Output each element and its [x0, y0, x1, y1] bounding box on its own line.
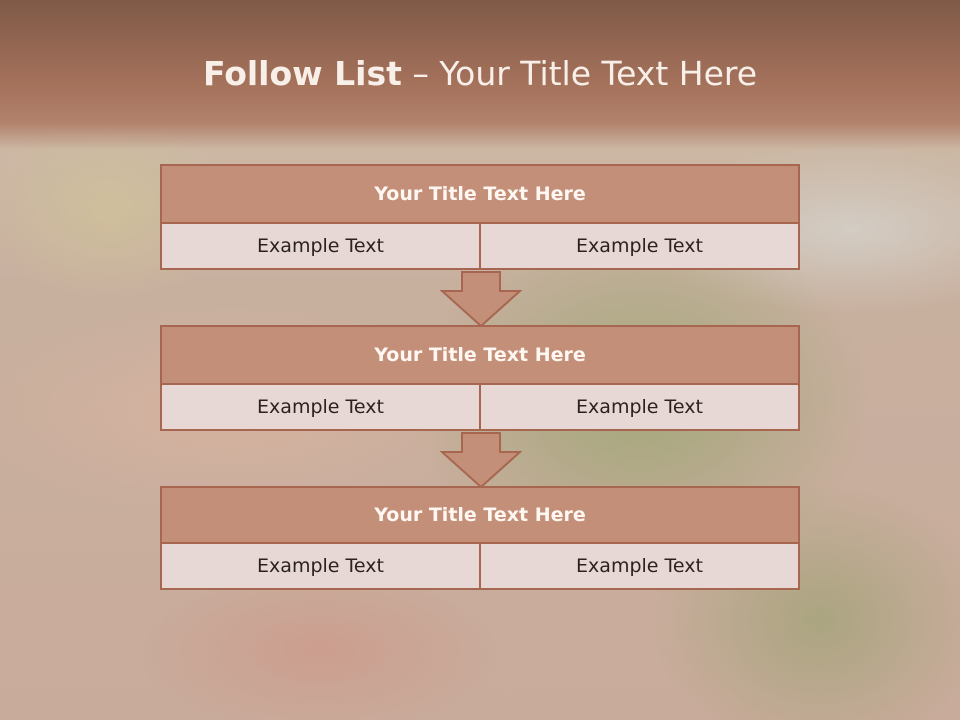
slide-title: Follow List – Your Title Text Here — [0, 54, 960, 93]
block-row: Example Text Example Text — [160, 542, 800, 590]
follow-block-2: Your Title Text Here Example Text Exampl… — [160, 325, 800, 431]
block-cell-right: Example Text — [479, 385, 798, 429]
block-cell-left: Example Text — [162, 224, 479, 268]
down-arrow-icon — [440, 271, 522, 327]
block-title: Your Title Text Here — [160, 486, 800, 542]
slide-title-bold: Follow List — [202, 54, 402, 93]
block-cell-right: Example Text — [479, 544, 798, 588]
block-row: Example Text Example Text — [160, 383, 800, 431]
down-arrow-icon — [440, 432, 522, 488]
block-cell-right: Example Text — [479, 224, 798, 268]
block-row: Example Text Example Text — [160, 222, 800, 270]
block-cell-left: Example Text — [162, 544, 479, 588]
header-band — [0, 0, 960, 150]
block-cell-left: Example Text — [162, 385, 479, 429]
block-title: Your Title Text Here — [160, 325, 800, 383]
follow-block-1: Your Title Text Here Example Text Exampl… — [160, 164, 800, 270]
slide-title-rest: – Your Title Text Here — [401, 54, 758, 93]
block-title: Your Title Text Here — [160, 164, 800, 222]
follow-block-3: Your Title Text Here Example Text Exampl… — [160, 486, 800, 590]
